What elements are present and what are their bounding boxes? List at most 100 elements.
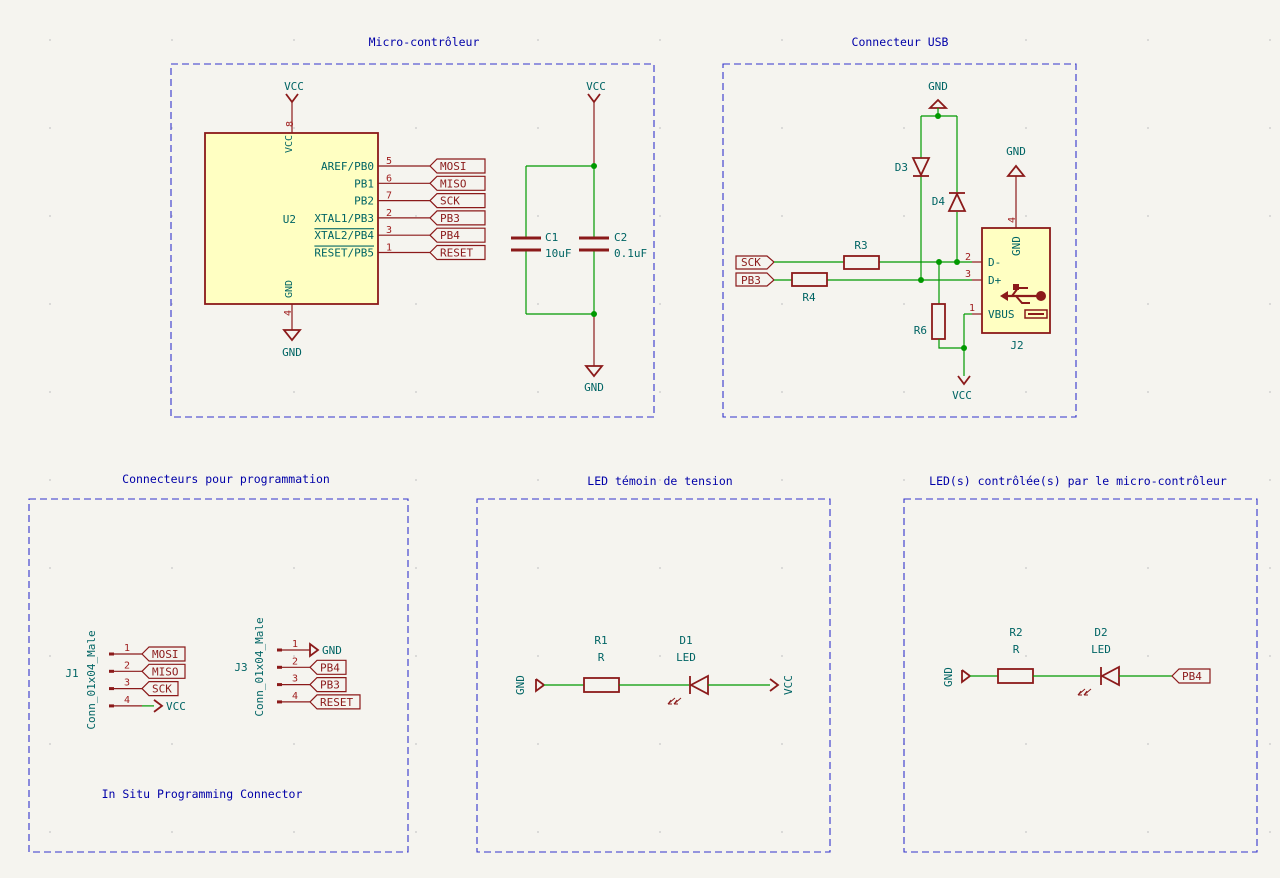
r6-ref: R6 [914,324,927,337]
gnd-symbol [584,365,604,378]
d3-ref: D3 [895,161,908,174]
d2-ref: D2 [1094,626,1107,639]
d1-symbol [689,674,709,696]
power-led-circuit[interactable]: GND VCC R1 R D1 LED [514,634,795,705]
global-label-text: PB4 [320,661,340,674]
c1-value: 10uF [545,247,572,260]
net-vcc-usb: VCC [952,389,972,402]
net-gnd-j2: GND [1006,145,1026,158]
net-vcc-caps: VCC [586,80,606,93]
label-pb4 [1171,668,1211,684]
j1-pin-num: 3 [124,678,130,689]
j3-pin-num: 1 [292,639,298,650]
u2-pin-num: 4 [283,310,294,316]
u2-pin-num: 8 [285,121,296,127]
u2-pin-num: 2 [386,208,392,219]
global-label [141,663,186,679]
u2-pin-num: 6 [386,173,392,184]
j2-pin-dp: D+ [988,274,1002,287]
label-pb3 [735,272,775,287]
gnd-symbol [1006,164,1026,177]
j2-pin-vbus: VBUS [988,308,1015,321]
usb-icon [1000,284,1048,319]
j3-ref: J3 [234,661,247,674]
j3-pin-num: 3 [292,674,298,685]
global-label-text: SCK [440,195,460,208]
label-pb4-text: PB4 [1182,670,1202,683]
pin-stub [109,669,114,673]
j2-pin-num: 3 [965,269,971,280]
net-vcc-led: VCC [782,675,795,695]
label-pb3-text: PB3 [741,274,761,287]
r3-ref: R3 [854,239,867,252]
r1-body [583,677,620,693]
vcc-symbol [587,93,601,104]
global-label [429,193,486,209]
global-label-text: PB3 [320,679,340,692]
r6-body [931,303,946,340]
pin-stub [277,665,282,669]
connector-j1[interactable]: J1 Conn_01x04_Male [65,630,98,729]
d4-ref: D4 [932,195,946,208]
d1-ref: D1 [679,634,692,647]
j1-net-vcc: VCC [166,700,186,713]
usb-circuit[interactable]: GND D3 D4 SCK PB3 R3 R4 [735,80,1051,402]
r1-ref: R1 [594,634,607,647]
frame-title-microcontroller: Micro-contrôleur [369,35,480,49]
vcc-symbol [153,699,164,713]
r4-body [791,272,828,287]
gnd-symbol [927,98,949,109]
d4-symbol [947,191,967,212]
u2-pin-num: 3 [386,225,392,236]
mcu-u2[interactable]: VCC 8 VCC GND 4 GND U2 [204,80,379,359]
j2-pin-num: 1 [969,303,975,314]
c2-ref: C2 [614,231,627,244]
j2-pin-num: 2 [965,252,971,263]
global-label [429,227,486,243]
frame-title-mcu-led: LED(s) contrôlée(s) par le micro-contrôl… [929,474,1227,488]
isp-note: In Situ Programming Connector [102,787,303,801]
frame-programming [28,498,409,853]
vcc-symbol [957,375,971,386]
global-label-text: RESET [440,247,473,260]
r2-body [997,668,1034,684]
j2-ref: J2 [1010,339,1023,352]
global-label [141,646,186,662]
vcc-symbol [285,93,299,104]
label-sck-text: SCK [741,256,761,269]
global-label-text: PB4 [440,229,460,242]
u2-pin-name: AREF/PB0 [321,160,374,173]
d2-symbol [1100,665,1120,687]
global-label [309,677,347,693]
gnd-symbol [309,642,320,658]
u2-pin-num: 1 [386,243,392,254]
r3-body [843,255,880,270]
d3-symbol [911,157,931,178]
pin-stub [277,700,282,704]
connector-j3[interactable]: J3 Conn_01x04_Male [234,617,266,716]
j2-pin-num: 4 [1007,217,1018,223]
frame-power-led [476,498,831,853]
global-label-text: PB3 [440,212,460,225]
u2-pin-num: 7 [386,191,392,202]
net-gnd-led2: GND [942,667,955,687]
pin-stub [109,704,114,708]
u2-pin-name: XTAL2/PB4 [314,229,374,242]
r2-ref: R2 [1009,626,1022,639]
gnd-symbol [282,329,302,342]
c1-ref: C1 [545,231,558,244]
u2-pin-name: PB1 [354,177,374,190]
d1-value: LED [676,651,696,664]
u2-pin-name: PB2 [354,195,374,208]
decoupling-caps[interactable]: VCC GND C1 10uF C2 0.1uF [511,80,647,394]
frame-usb [722,63,1077,418]
gnd-symbol [535,678,545,693]
label-sck [735,255,775,270]
mcu-led-circuit[interactable]: GND PB4 R2 R D2 LED [942,626,1211,696]
u2-pin-name: XTAL1/PB3 [314,212,374,225]
d2-value: LED [1091,643,1111,656]
net-vcc-u2: VCC [284,80,304,93]
u2-pin-name: RESET/PB5 [314,247,374,260]
frame-title-programming: Connecteurs pour programmation [122,472,330,486]
